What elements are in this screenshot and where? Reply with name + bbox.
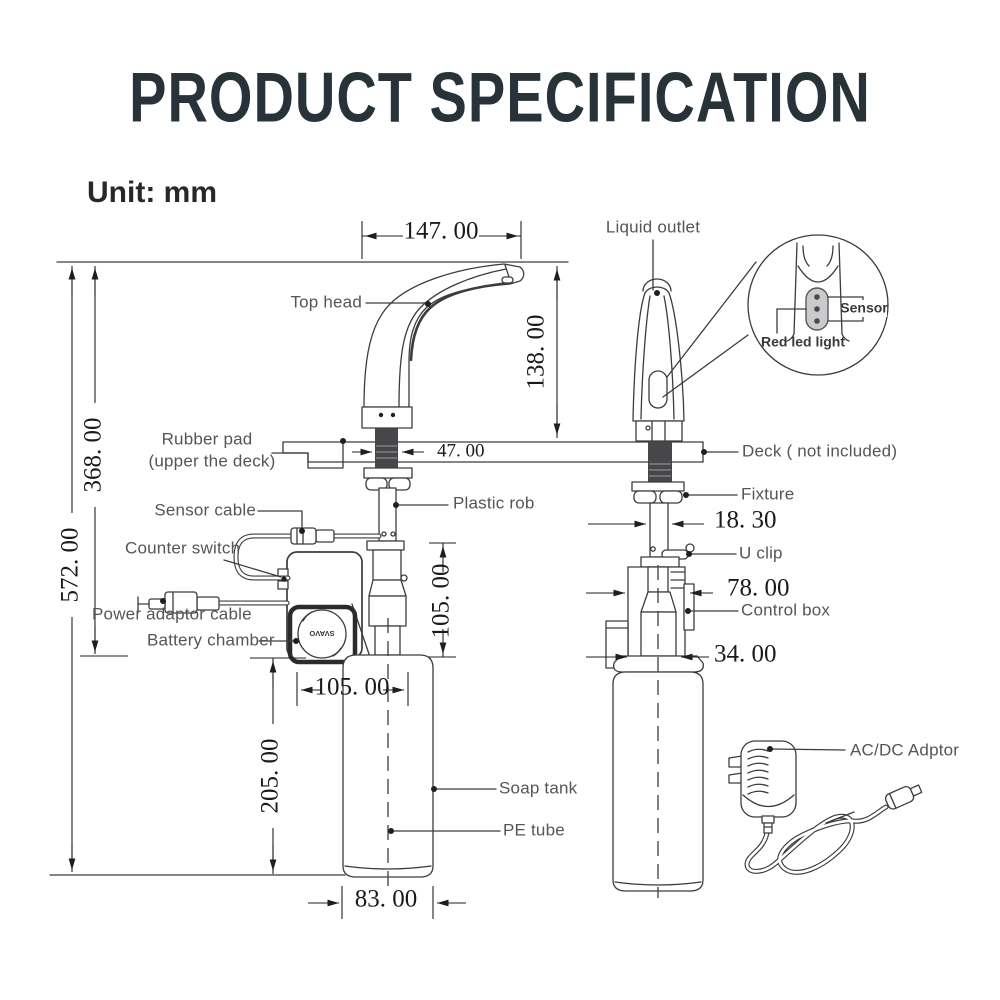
label-counter-switch: Counter switch xyxy=(125,538,240,557)
label-battery-chamber: Battery chamber xyxy=(147,630,275,649)
deck-drawing xyxy=(282,441,704,463)
label-pe-tube: PE tube xyxy=(503,820,565,839)
label-sensor-cable: Sensor cable xyxy=(154,500,256,519)
dim-tank-top-width: 105. 00 xyxy=(315,674,390,701)
left-soap-tank xyxy=(342,618,434,886)
dim-total-height: 572. 00 xyxy=(57,528,84,603)
dimension-lines xyxy=(58,219,713,919)
label-rubber-pad-2: (upper the deck) xyxy=(149,451,276,470)
dim-spout-reach: 147. 00 xyxy=(404,218,479,245)
reference-lines xyxy=(49,261,569,876)
unit-label: Unit: mm xyxy=(87,176,217,209)
part-labels: Top head Liquid outlet Rubber pad (upper… xyxy=(92,217,959,839)
leader-lines xyxy=(160,239,846,834)
dim-control-box-width: 78. 00 xyxy=(727,575,790,602)
dim-pump-width: 34. 00 xyxy=(714,641,777,668)
acdc-adapter-drawing xyxy=(728,740,923,875)
battery-brand-text: SVAVO xyxy=(309,629,334,638)
label-deck: Deck ( not included) xyxy=(742,441,897,460)
dimension-texts: 147. 00 138. 00 572. 00 368. 00 47. 00 1… xyxy=(57,218,790,913)
label-acdc-adaptor: AC/DC Adptor xyxy=(850,740,959,759)
dim-under-deck-height: 368. 00 xyxy=(80,418,107,493)
label-power-adaptor-cable: Power adaptor cable xyxy=(92,604,252,623)
detail-sensor-label: Sensor xyxy=(840,300,888,316)
detail-red-led-label: Red led light xyxy=(761,334,845,350)
dim-tank-height: 205. 00 xyxy=(257,739,284,814)
dim-deck-hole: 47. 00 xyxy=(437,440,485,461)
label-control-box: Control box xyxy=(741,600,830,619)
label-rubber-pad: Rubber pad xyxy=(162,429,253,448)
label-liquid-outlet: Liquid outlet xyxy=(606,217,700,236)
left-pump-and-control-box: SVAVO xyxy=(277,540,408,665)
page-title: PRODUCT SPECIFICATION xyxy=(129,57,871,137)
label-soap-tank: Soap tank xyxy=(499,778,578,797)
label-fixture: Fixture xyxy=(741,484,794,503)
dim-pump-height: 105. 00 xyxy=(428,564,455,639)
dim-tank-bottom-width: 83. 00 xyxy=(355,886,418,913)
dim-spout-height: 138. 00 xyxy=(523,315,550,390)
right-dispenser-drawing xyxy=(605,278,704,898)
sensor-detail-view: Sensor Red led light xyxy=(662,234,889,398)
sensor-cable-drawing xyxy=(233,527,382,581)
dim-pipe-dia: 18. 30 xyxy=(714,507,777,534)
faucet-drawing xyxy=(361,263,525,542)
label-top-head: Top head xyxy=(290,292,362,311)
label-u-clip: U clip xyxy=(739,543,783,562)
threaded-rods xyxy=(375,427,672,482)
label-plastic-rob: Plastic rob xyxy=(453,493,535,512)
